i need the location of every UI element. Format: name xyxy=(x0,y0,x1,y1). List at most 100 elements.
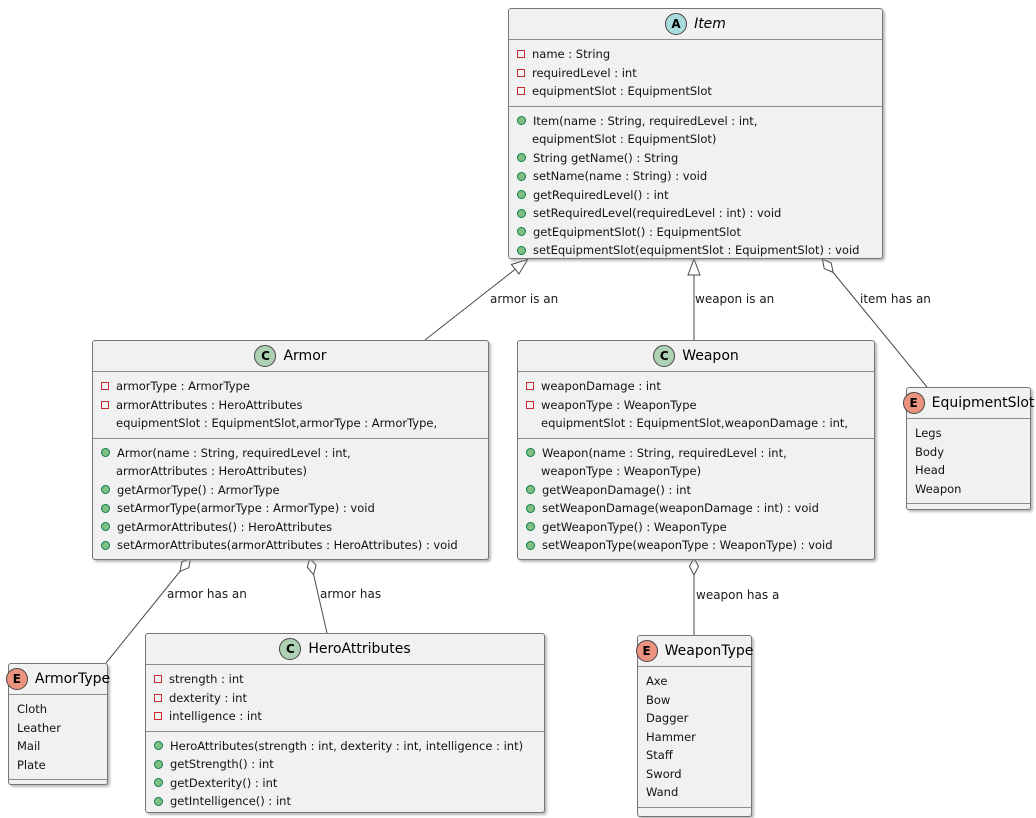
member-text: equipmentSlot : EquipmentSlot,armorType … xyxy=(116,416,438,431)
member-text: Body xyxy=(915,444,945,459)
member-line: armorAttributes : HeroAttributes) xyxy=(101,462,480,481)
member-text: weaponType : WeaponType) xyxy=(541,464,702,479)
member-line: getEquipmentSlot() : EquipmentSlot xyxy=(517,223,874,242)
member-line: getArmorAttributes() : HeroAttributes xyxy=(101,518,480,537)
member-text: equipmentSlot : EquipmentSlot) xyxy=(532,132,717,147)
member-line: dexterity : int xyxy=(154,689,536,708)
member-text: Staff xyxy=(646,748,673,763)
member-text: Bow xyxy=(646,692,671,707)
member-text: Sword xyxy=(646,766,682,781)
member-line: weaponDamage : int xyxy=(526,377,866,396)
public-method-icon xyxy=(154,796,163,806)
item-compartment-1: Item(name : String, requiredLevel : int,… xyxy=(509,105,882,265)
member-text: armorType : ArmorType xyxy=(116,379,250,394)
member-text: setArmorType(armorType : ArmorType) : vo… xyxy=(117,501,375,516)
public-method-icon xyxy=(526,522,535,532)
edge-label-weapon-is-an: weapon is an xyxy=(695,292,775,306)
member-line: HeroAttributes(strength : int, dexterity… xyxy=(154,737,536,756)
public-method-icon xyxy=(101,540,110,550)
public-method-icon xyxy=(154,741,163,751)
member-line: name : String xyxy=(517,45,874,64)
member-line: equipmentSlot : EquipmentSlot,weaponDama… xyxy=(526,414,866,433)
member-line: Mail xyxy=(17,737,99,756)
member-text: requiredLevel : int xyxy=(532,65,637,80)
class-name-armortype: ArmorType xyxy=(34,671,111,687)
edge-label-item-has-an: item has an xyxy=(860,292,931,306)
member-line: equipmentSlot : EquipmentSlot) xyxy=(517,130,874,149)
enum-stereotype-icon: E xyxy=(5,668,28,690)
edge-armor-aggregates-heroattributes xyxy=(310,559,328,634)
member-line: Axe xyxy=(646,672,743,691)
private-field-icon xyxy=(101,382,109,391)
weapontype-compartment-1 xyxy=(638,806,751,817)
member-text: setWeaponType(weaponType : WeaponType) :… xyxy=(542,538,833,553)
private-field-icon xyxy=(101,400,109,409)
member-line: getRequiredLevel() : int xyxy=(517,186,874,205)
edge-armor-aggregates-armortype xyxy=(105,559,190,664)
edge-armor-extends-item xyxy=(424,260,527,341)
private-field-icon xyxy=(154,693,162,702)
member-text: HeroAttributes(strength : int, dexterity… xyxy=(170,738,524,753)
private-field-icon xyxy=(517,87,525,96)
member-line: setWeaponType(weaponType : WeaponType) :… xyxy=(526,536,866,555)
member-line: setWeaponDamage(weaponDamage : int) : vo… xyxy=(526,499,866,518)
member-text: Wand xyxy=(646,785,679,800)
edge-label-armor-is-an: armor is an xyxy=(490,292,559,306)
public-method-icon xyxy=(517,116,526,126)
member-line: Item(name : String, requiredLevel : int, xyxy=(517,112,874,131)
member-text: Cloth xyxy=(17,702,48,717)
member-line: armorType : ArmorType xyxy=(101,377,480,396)
member-text: Hammer xyxy=(646,729,696,744)
member-line: equipmentSlot : EquipmentSlot xyxy=(517,82,874,101)
class-name-weapon: Weapon xyxy=(682,348,739,364)
member-line: getStrength() : int xyxy=(154,755,536,774)
member-line: Dagger xyxy=(646,709,743,728)
weapon-compartment-1: Weapon(name : String, requiredLevel : in… xyxy=(518,437,874,560)
public-method-icon xyxy=(101,503,110,513)
member-text: intelligence : int xyxy=(169,709,262,724)
member-text: Weapon(name : String, requiredLevel : in… xyxy=(542,445,787,460)
public-method-icon xyxy=(101,522,110,532)
public-method-icon xyxy=(517,190,526,200)
enum-stereotype-icon: E xyxy=(902,392,925,414)
member-text: Plate xyxy=(17,757,46,772)
member-text: Legs xyxy=(915,426,942,441)
member-line: Wand xyxy=(646,783,743,802)
public-method-icon xyxy=(526,448,535,458)
class-name-heroattributes: HeroAttributes xyxy=(308,641,411,657)
member-text: Item(name : String, requiredLevel : int, xyxy=(533,113,758,128)
member-line: getIntelligence() : int xyxy=(154,792,536,811)
public-method-icon xyxy=(101,448,110,458)
member-line: Head xyxy=(915,461,1022,480)
public-method-icon xyxy=(517,227,526,237)
member-line: setRequiredLevel(requiredLevel : int) : … xyxy=(517,204,874,223)
class-name-weapontype: WeaponType xyxy=(664,643,754,659)
member-text: getRequiredLevel() : int xyxy=(533,187,669,202)
member-line: Body xyxy=(915,443,1022,462)
class-name-armor: Armor xyxy=(283,348,327,364)
member-text: getWeaponType() : WeaponType xyxy=(542,519,727,534)
member-line: requiredLevel : int xyxy=(517,64,874,83)
member-line: armorAttributes : HeroAttributes xyxy=(101,396,480,415)
member-text: strength : int xyxy=(169,672,244,687)
edge-item-aggregates-equipmentslot xyxy=(823,260,928,388)
member-text: armorAttributes : HeroAttributes) xyxy=(116,464,307,479)
member-line: weaponType : WeaponType xyxy=(526,396,866,415)
public-method-icon xyxy=(517,245,526,255)
armor-compartment-0: armorType : ArmorType armorAttributes : H… xyxy=(93,371,488,438)
member-line: String getName() : String xyxy=(517,149,874,168)
private-field-icon xyxy=(154,675,162,684)
member-line: Weapon(name : String, requiredLevel : in… xyxy=(526,444,866,463)
private-field-icon xyxy=(526,400,534,409)
member-line: getArmorType() : ArmorType xyxy=(101,481,480,500)
armortype-header: E ArmorType xyxy=(5,664,111,694)
public-method-icon xyxy=(517,171,526,181)
